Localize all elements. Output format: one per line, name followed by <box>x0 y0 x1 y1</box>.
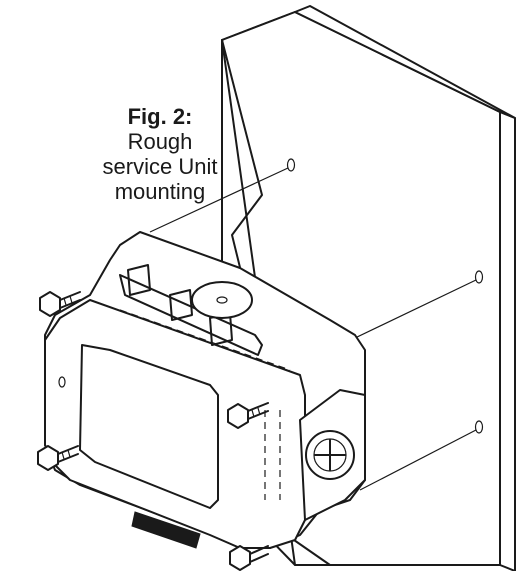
caption-line-3: mounting <box>114 179 206 204</box>
wall-mounting-holes <box>286 158 484 434</box>
screw-top-left <box>39 291 81 317</box>
figure-caption: Fig. 2: Rough service Unit mounting <box>95 104 225 204</box>
caption-line-1: Rough <box>127 129 193 154</box>
screw-bottom-left <box>37 445 79 471</box>
screw-bottom <box>229 545 269 571</box>
mounting-screws <box>37 291 269 571</box>
bottom-gasket <box>131 511 201 549</box>
figure-number: Fig. 2: <box>127 104 193 129</box>
round-seal <box>191 281 253 319</box>
wall-hole-top <box>286 158 296 172</box>
caption-line-2: service Unit <box>102 154 218 179</box>
wall-hole-right-upper <box>474 270 484 284</box>
enclosure-unit <box>44 231 366 549</box>
screw-middle <box>227 402 269 429</box>
wall-hole-right-lower <box>474 420 484 434</box>
